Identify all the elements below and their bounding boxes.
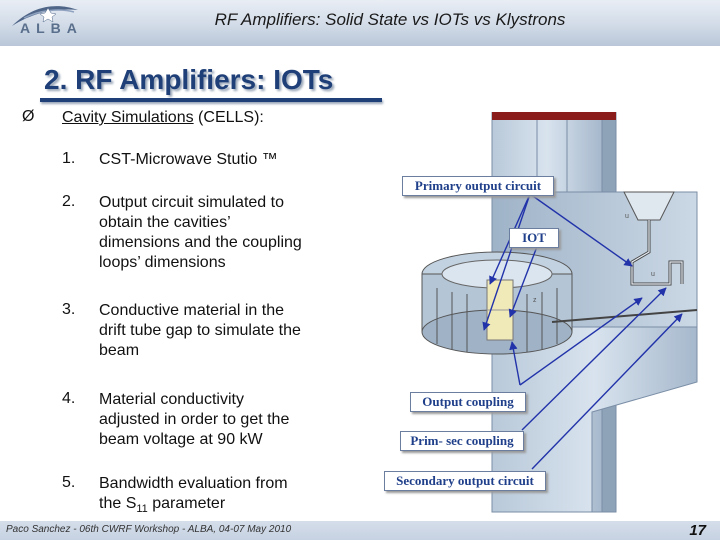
title-underline [40, 98, 382, 102]
page-number: 17 [689, 522, 706, 539]
item-4-number: 4. [62, 390, 76, 407]
item-1-text: CST-Microwave Stutio ™ [99, 150, 278, 170]
tower-top-band [492, 112, 616, 120]
label-secondary-output-circuit: Secondary output circuit [384, 471, 546, 491]
bullet-heading-underlined: Cavity Simulations [62, 109, 194, 126]
item-2-line: Output circuit simulated to [99, 194, 284, 211]
bullet-heading-rest: (CELLS): [193, 109, 264, 126]
item-1-line: CST-Microwave Stutio ™ [99, 151, 278, 168]
item-5-number: 5. [62, 474, 76, 491]
axis-u-2: u [651, 271, 655, 278]
label-prim-sec-coupling: Prim- sec coupling [400, 431, 524, 451]
item-5-line: the S11 parameter [99, 494, 288, 519]
item-1-number: 1. [62, 150, 76, 167]
item-5-param: parameter [147, 495, 226, 512]
item-4-line: Material conductivity [99, 391, 244, 408]
item-2-text: Output circuit simulated to obtain the c… [99, 193, 302, 273]
lower-section [491, 326, 698, 513]
label-output-coupling: Output coupling [410, 392, 526, 412]
header-title: RF Amplifiers: Solid State vs IOTs vs Kl… [214, 10, 566, 29]
item-3-text: Conductive material in the drift tube ga… [99, 301, 301, 361]
cavity-ribs [436, 288, 558, 352]
label-primary-output-circuit: Primary output circuit [402, 176, 554, 196]
axis-z: z [533, 297, 537, 304]
item-2-line: obtain the cavities’ [99, 214, 231, 231]
logo-text: ALBA [20, 20, 83, 36]
item-4-text: Material conductivity adjusted in order … [99, 390, 289, 450]
bullet-heading: Cavity Simulations (CELLS): [62, 108, 264, 128]
item-3-number: 3. [62, 301, 76, 318]
bullet-symbol: Ø [22, 108, 35, 125]
footer-bar: Paco Sanchez - 06th CWRF Workshop - ALBA… [0, 521, 720, 540]
cavity-simulation-figure: u u z [421, 112, 698, 513]
funnel [623, 191, 675, 221]
alba-logo-icon [12, 6, 78, 26]
slide-title: 2. RF Amplifiers: IOTs [44, 64, 334, 95]
item-5-line: Bandwidth evaluation from [99, 475, 288, 492]
output-line [551, 309, 698, 323]
item-4-line: beam voltage at 90 kW [99, 431, 263, 448]
item-2-number: 2. [62, 193, 76, 210]
coupling-loop-inner [631, 220, 683, 285]
item-5-text: Bandwidth evaluation from the S11 parame… [99, 474, 288, 519]
item-2-line: loops’ dimensions [99, 254, 226, 271]
callout-arrows [482, 193, 683, 470]
item-3-line: drift tube gap to simulate the [99, 322, 301, 339]
header-bar: ALBA RF Amplifiers: Solid State vs IOTs … [0, 0, 720, 46]
item-5-s: the S [99, 495, 137, 512]
item-4-line: adjusted in order to get the [99, 411, 290, 428]
item-3-line: Conductive material in the [99, 302, 284, 319]
label-iot: IOT [509, 228, 559, 248]
item-2-line: dimensions and the coupling [99, 234, 302, 251]
item-5-subscript: 11 [136, 503, 148, 516]
footer-text: Paco Sanchez - 06th CWRF Workshop - ALBA… [6, 524, 292, 535]
item-3-line: beam [99, 342, 140, 359]
axis-u-1: u [625, 213, 629, 220]
